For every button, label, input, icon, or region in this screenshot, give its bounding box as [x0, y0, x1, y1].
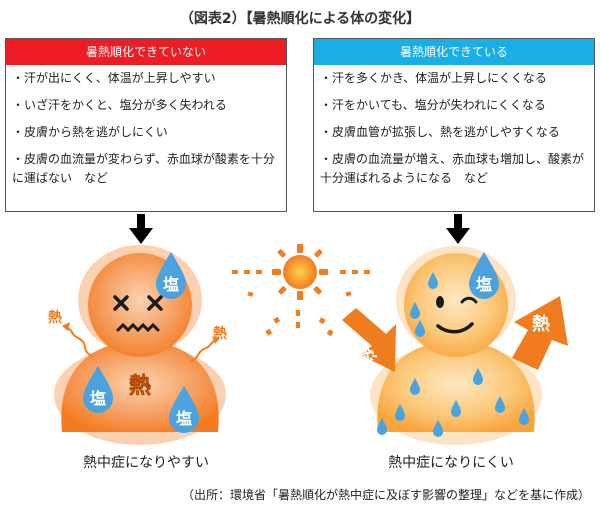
- left-figure-caption: 熱中症になりやすい: [83, 455, 209, 471]
- list-item: ・皮膚の血流量が変わらず、赤血球が酸素を十分に運ばない など: [12, 152, 275, 185]
- salt-label: 塩: [90, 389, 106, 408]
- list-item: ・汗をかいても、塩分が失われにくくなる: [320, 98, 546, 112]
- heat-label: 熱: [48, 309, 62, 326]
- acclimatized-list: ・汗を多くかき、体温が上昇しにくくなる ・汗をかいても、塩分が失われにくくなる …: [314, 65, 594, 188]
- overheated-figure: 熱 塩 塩 塩 熱 熱: [48, 245, 227, 445]
- not-acclimatized-panel: 暑熱順化できていない ・汗が出にくく、体温が上昇しやすい ・いざ汗をかくと、塩分…: [5, 38, 287, 212]
- down-arrow-icon: [446, 214, 470, 244]
- list-item: ・いざ汗をかくと、塩分が多く失われる: [12, 98, 227, 112]
- list-item: ・汗が出にくく、体温が上昇しやすい: [12, 71, 216, 85]
- list-item: ・皮膚から熱を逃がしにくい: [12, 125, 168, 139]
- heat-label: 熱: [129, 373, 151, 399]
- heat-arrow-icon: 熱: [189, 325, 227, 363]
- heat-arrow-icon: 熱: [512, 296, 568, 370]
- water-drop-icon: 塩: [169, 386, 199, 433]
- list-item: ・皮膚血管が拡張し、熱を逃がしやすくなる: [320, 125, 560, 139]
- water-drop-icon: [377, 272, 529, 437]
- acclimatized-figure: 塩 熱 熱: [342, 246, 568, 445]
- wink-face-icon: [436, 296, 478, 334]
- sun-icon: [232, 244, 370, 337]
- source-note: （出所：環境省「暑熱順化が熱中症に及ぼす影響の整理」などを基に作成）: [181, 488, 590, 502]
- water-drop-icon: 塩: [83, 366, 113, 413]
- right-figure-caption: 熱中症になりにくい: [388, 455, 514, 471]
- diagram-title: （図表2）【暑熱順化による体の変化】: [179, 11, 421, 27]
- heat-arrow-icon: 熱: [48, 309, 93, 357]
- water-drop-icon: 塩: [469, 252, 499, 299]
- not-acclimatized-header: 暑熱順化できていない: [6, 39, 286, 65]
- dizzy-face-icon: [113, 295, 163, 333]
- acclimatized-header: 暑熱順化できている: [314, 39, 594, 65]
- not-acclimatized-list: ・汗が出にくく、体温が上昇しやすい ・いざ汗をかくと、塩分が多く失われる ・皮膚…: [6, 65, 286, 188]
- salt-label: 塩: [163, 275, 179, 294]
- acclimatized-panel: 暑熱順化できている ・汗を多くかき、体温が上昇しにくくなる ・汗をかいても、塩分…: [313, 38, 595, 212]
- down-arrow-icon: [129, 214, 153, 244]
- list-item: ・皮膚の血流量が増え、赤血球も増加し、酸素が十分運ばれるようになる など: [320, 152, 585, 185]
- heat-label: 熱: [532, 313, 550, 335]
- salt-label: 塩: [176, 409, 192, 428]
- salt-label: 塩: [476, 275, 492, 294]
- list-item: ・汗を多くかき、体温が上昇しにくくなる: [320, 71, 547, 85]
- heat-arrow-icon: 熱: [342, 308, 396, 372]
- water-drop-icon: 塩: [156, 252, 186, 299]
